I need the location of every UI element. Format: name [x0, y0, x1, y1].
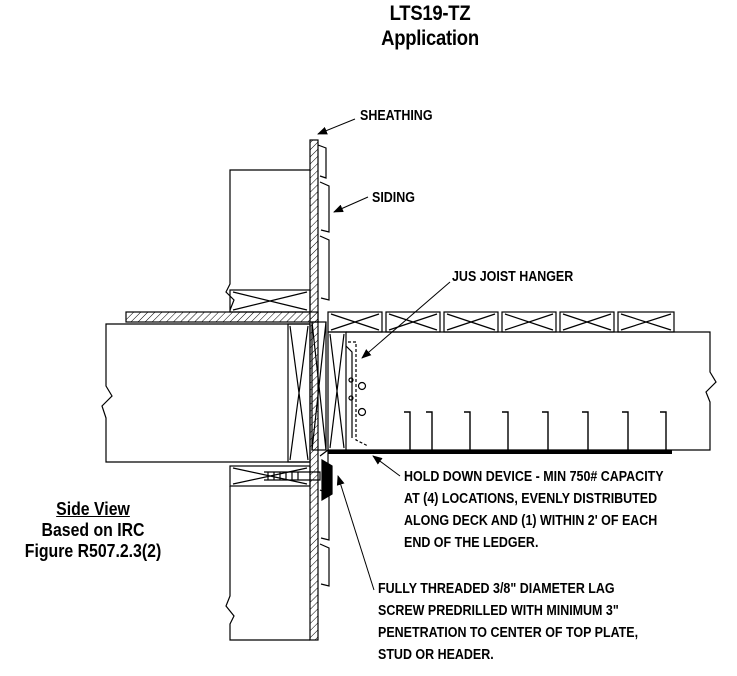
siding-lower — [319, 489, 330, 587]
callout-lag-screw-line-2: SCREW PREDRILLED WITH MINIMUM 3" — [378, 603, 619, 619]
hold-down-nails — [404, 411, 667, 450]
callout-hold-down-line-3: ALONG DECK AND (1) WITHIN 2' OF EACH — [404, 513, 658, 529]
callout-lag-screw-line-1: FULLY THREADED 3/8" DIAMETER LAG — [378, 581, 615, 597]
callout-lag-screw-line-4: STUD OR HEADER. — [378, 647, 494, 663]
callout-hold-down-line-4: END OF THE LEDGER. — [404, 535, 539, 551]
callout-hold-down-line-2: AT (4) LOCATIONS, EVENLY DISTRIBUTED — [404, 491, 658, 507]
side-view-figure: Figure R507.2.3(2) — [24, 541, 162, 561]
deck-joist — [346, 331, 717, 451]
callout-lag-screw-line-3: PENETRATION TO CENTER OF TOP PLATE, — [378, 625, 639, 641]
lag-screw-icon — [264, 458, 333, 502]
side-view-reference: Based on IRC — [41, 520, 145, 540]
sheathing — [309, 139, 319, 641]
title-line-1: LTS19-TZ — [389, 2, 471, 25]
callout-sheathing: SHEATHING — [360, 108, 433, 124]
siding-upper — [317, 144, 330, 301]
title-line-2: Application — [381, 27, 479, 50]
lower-wall-framing — [225, 465, 311, 641]
callout-siding: SIDING — [372, 190, 415, 206]
joist-hanger-icon — [348, 341, 369, 447]
side-view-label: Side View — [56, 499, 130, 519]
callout-joist-hanger: JUS JOIST HANGER — [452, 269, 574, 285]
top-plate — [125, 311, 319, 323]
upper-wall-framing — [225, 169, 311, 313]
interior-floor-joist — [101, 323, 311, 463]
callout-hold-down-line-1: HOLD DOWN DEVICE - MIN 750# CAPACITY — [404, 469, 664, 485]
deck-boards — [327, 311, 675, 333]
